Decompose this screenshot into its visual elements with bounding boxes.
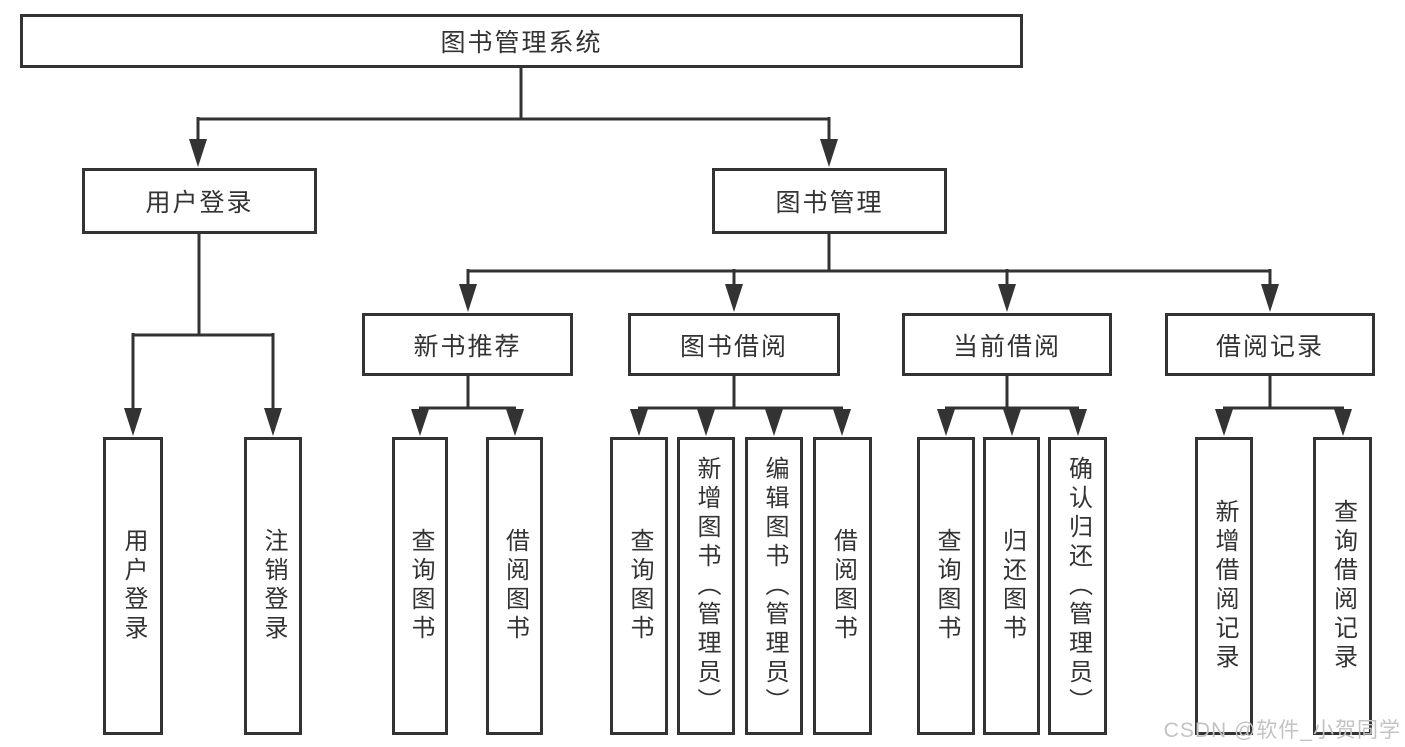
leaf-return-books: 归还图书 bbox=[983, 437, 1040, 735]
node-label: 借阅图书 bbox=[829, 528, 857, 644]
leaf-edit-book-admin: 编辑图书（管理员） bbox=[745, 437, 803, 735]
node-label: 归还图书 bbox=[998, 528, 1026, 644]
node-user-login: 用户登录 bbox=[82, 168, 317, 234]
csdn-watermark: CSDN @软件_小贺同学 bbox=[1163, 719, 1401, 742]
connector-root-to-level2 bbox=[196, 68, 831, 141]
node-label: 查询图书 bbox=[407, 528, 434, 644]
leaf-confirm-return-admin: 确认归还（管理员） bbox=[1048, 437, 1107, 735]
node-label: 新增借阅记录 bbox=[1211, 499, 1238, 673]
node-library-system: 图书管理系统 bbox=[20, 14, 1023, 68]
node-label: 注销登录 bbox=[260, 528, 287, 644]
leaf-query-books-1: 查询图书 bbox=[392, 437, 448, 735]
node-label: 借阅图书 bbox=[501, 528, 529, 644]
leaf-user-login: 用户登录 bbox=[103, 437, 163, 735]
node-label: 编辑图书（管理员） bbox=[761, 455, 788, 717]
leaf-add-borrow-record: 新增借阅记录 bbox=[1195, 437, 1253, 735]
node-new-book-recommendation: 新书推荐 bbox=[362, 313, 573, 376]
leaf-query-books-2: 查询图书 bbox=[610, 437, 668, 735]
node-label: 新书推荐 bbox=[413, 332, 522, 361]
node-label: 图书管理系统 bbox=[440, 29, 603, 57]
leaf-query-books-3: 查询图书 bbox=[917, 437, 975, 735]
node-label: 查询借阅记录 bbox=[1329, 499, 1357, 673]
leaf-borrow-books-1: 借阅图书 bbox=[486, 437, 543, 735]
leaf-borrow-books-2: 借阅图书 bbox=[813, 437, 872, 735]
node-label: 查询图书 bbox=[933, 528, 960, 644]
connector-userlogin-to-leaves bbox=[131, 234, 275, 409]
node-borrowing-records: 借阅记录 bbox=[1165, 313, 1375, 376]
node-label: 查询图书 bbox=[626, 528, 653, 644]
node-label: 确认归还（管理员） bbox=[1064, 455, 1092, 717]
node-label: 用户登录 bbox=[145, 189, 254, 217]
node-label: 图书借阅 bbox=[679, 332, 788, 361]
leaf-logout: 注销登录 bbox=[244, 437, 302, 735]
node-book-borrowing: 图书借阅 bbox=[628, 313, 840, 376]
node-label: 当前借阅 bbox=[952, 332, 1061, 361]
connector-records-to-leaves bbox=[1223, 376, 1344, 410]
connector-current-to-leaves bbox=[945, 376, 1079, 410]
node-label: 用户登录 bbox=[120, 528, 147, 644]
leaf-query-borrow-record: 查询借阅记录 bbox=[1313, 437, 1372, 735]
node-label: 新增图书（管理员） bbox=[693, 455, 720, 717]
connector-bookmgmt-to-level3 bbox=[466, 234, 1272, 284]
node-current-borrowing: 当前借阅 bbox=[902, 313, 1112, 376]
node-label: 图书管理 bbox=[775, 189, 884, 217]
connector-newbook-to-leaves bbox=[419, 376, 516, 410]
node-book-management: 图书管理 bbox=[712, 168, 947, 234]
node-label: 借阅记录 bbox=[1215, 332, 1324, 361]
leaf-add-book-admin: 新增图书（管理员） bbox=[677, 437, 735, 735]
connector-borrowing-to-leaves bbox=[638, 376, 843, 410]
